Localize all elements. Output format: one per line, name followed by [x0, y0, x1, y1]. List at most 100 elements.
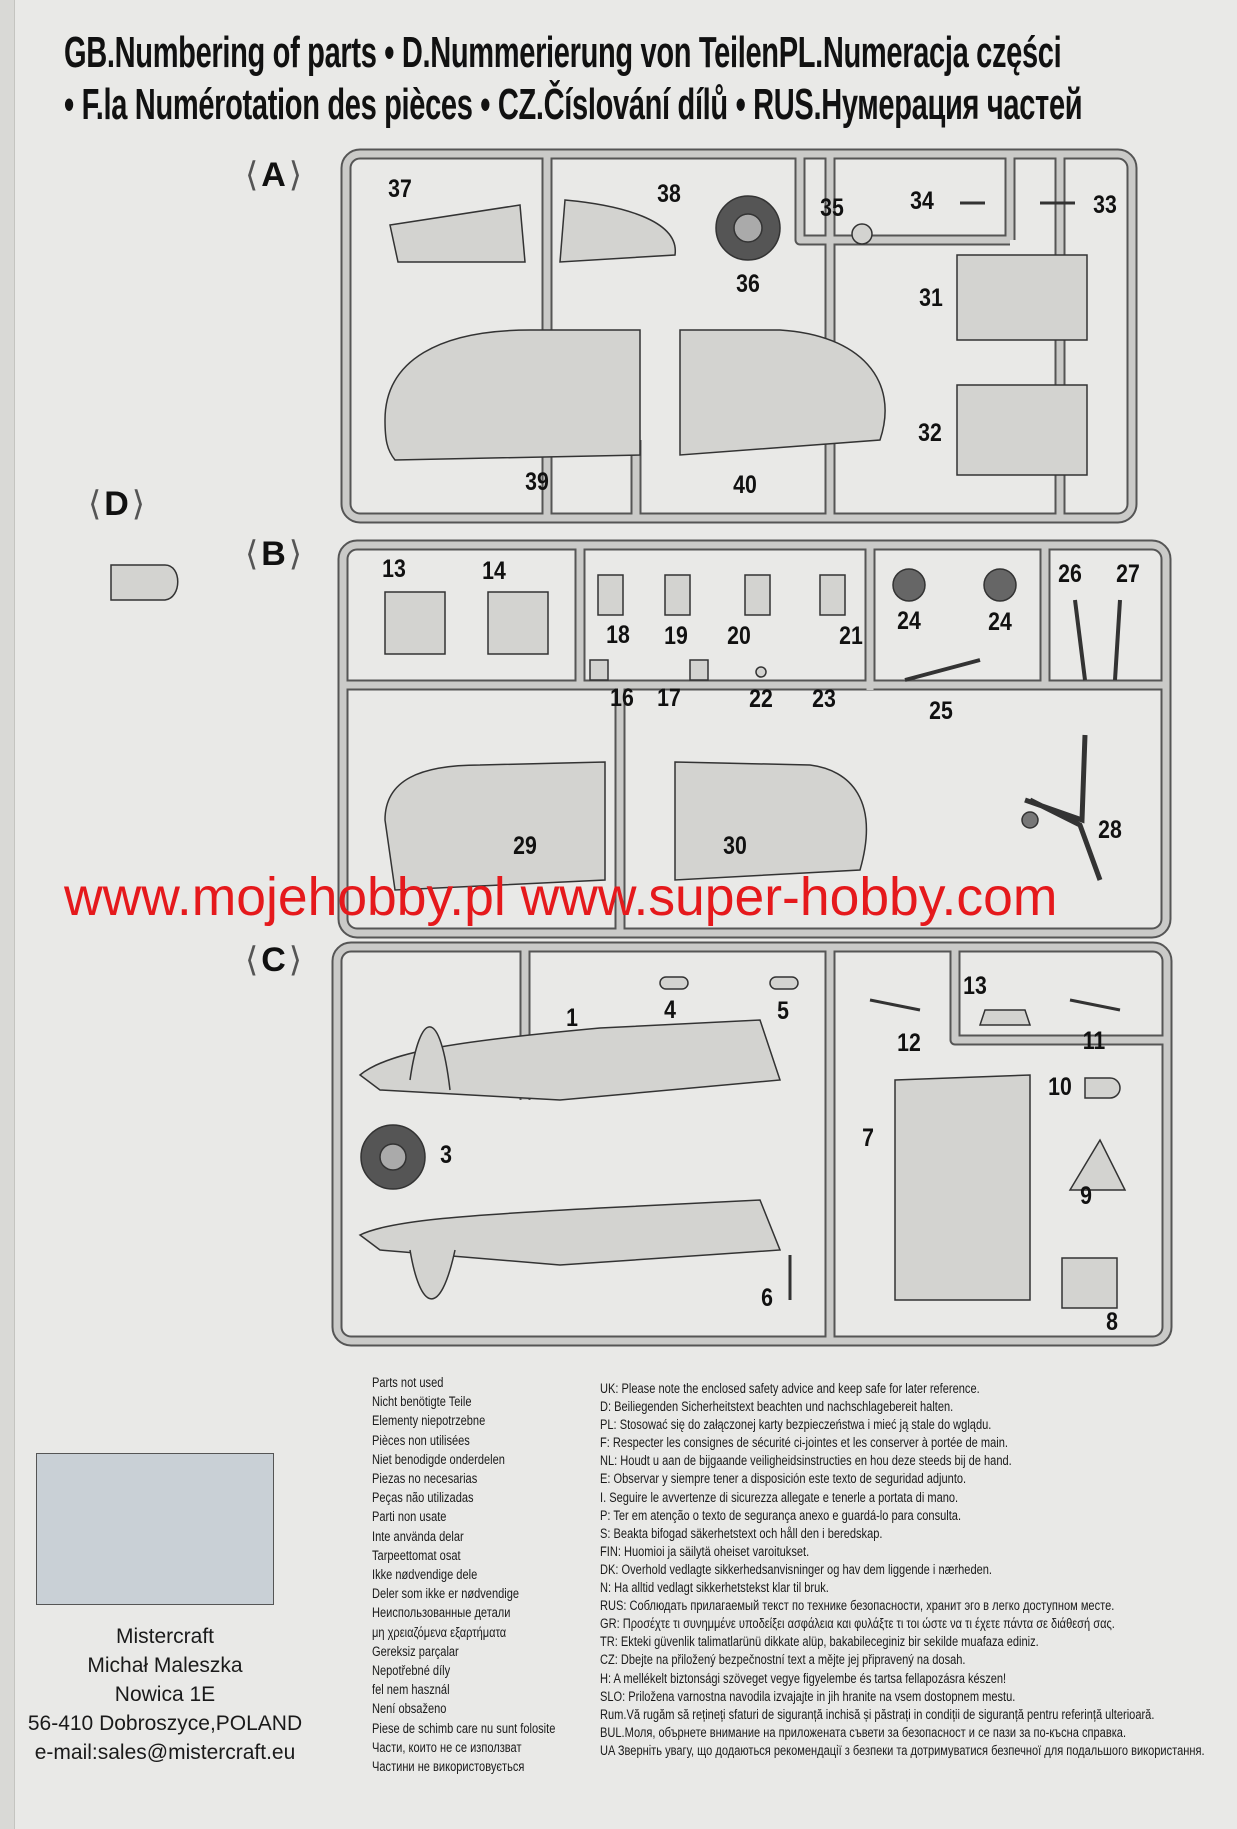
part-number: 17 [657, 684, 681, 712]
part-d [110, 564, 179, 601]
list-item: Elementy niepotrzebne [372, 1413, 486, 1429]
part-number: 39 [525, 468, 549, 496]
address-line: Mistercraft [115, 1625, 214, 1648]
sprue-label-c: C [245, 940, 303, 980]
part-number: 16 [610, 684, 634, 712]
safety-note: TR: Ekteki güvenlik talimatlarünü dikkat… [600, 1634, 1039, 1650]
safety-note: UA Зверніть увагу, що додаються рекоменд… [600, 1742, 1205, 1758]
part-number: 23 [812, 685, 836, 713]
list-item: Není obsaženo [372, 1701, 447, 1717]
list-item: Piezas no necesarias [372, 1471, 478, 1487]
safety-note: CZ: Dbejte na přiložený bezpečnostní tex… [600, 1652, 966, 1668]
safety-note: UK: Please note the enclosed safety advi… [600, 1381, 980, 1396]
safety-note: P: Ter em atenção o texto de segurança a… [600, 1507, 962, 1523]
part-35 [851, 223, 873, 245]
part-number: 1 [566, 1004, 578, 1032]
safety-note: FIN: Huomioi ja säilytä oheiset varoituk… [600, 1543, 810, 1559]
sprue-label-a: A [245, 155, 303, 195]
list-item: Tarpeettomat osat [372, 1547, 461, 1563]
list-item: Ikke nødvendige dele [372, 1567, 478, 1583]
part-number: 31 [919, 284, 943, 312]
list-item: Nepotřebné díly [372, 1663, 451, 1679]
part-37 [389, 204, 526, 263]
part-number: 24 [897, 607, 921, 635]
part-32 [956, 384, 1088, 476]
safety-note: SLO: Priložena varnostna navodila izvaja… [600, 1688, 1016, 1704]
safety-note: H: A mellékelt biztonsági szöveget vegye… [600, 1670, 1007, 1686]
part-number: 27 [1116, 560, 1140, 588]
part-number: 14 [482, 557, 506, 585]
part-9 [1068, 1138, 1127, 1191]
part-8 [1061, 1257, 1118, 1309]
safety-note: GR: Προσέχτε τι συνημμένε υποδείξει ασφά… [600, 1616, 1115, 1632]
address-email: e-mail:sales@mistercraft.eu [34, 1741, 296, 1764]
part-number: 4 [664, 996, 676, 1024]
safety-note: N: Ha alltid vedlagt sikkerhetstekst kla… [600, 1580, 829, 1596]
part-number: 30 [723, 832, 747, 860]
title-line-2: • F.la Numérotation des pièces • CZ.Čísl… [64, 80, 1083, 129]
list-item: Peças não utilizadas [372, 1490, 474, 1506]
part-30 [674, 761, 868, 881]
part-7 [894, 1074, 1031, 1301]
part-number: 38 [657, 180, 681, 208]
part-number: 11 [1082, 1027, 1106, 1055]
part-number: 5 [777, 997, 789, 1025]
part-28-propeller [1024, 734, 1103, 881]
address-line: Nowica 1E [114, 1683, 216, 1706]
part-number: 28 [1098, 816, 1122, 844]
list-item: Gereksiz parçalar [372, 1643, 459, 1659]
part-number: 36 [736, 270, 760, 298]
part-number: 25 [929, 697, 953, 725]
safety-notes-list: UK: Please note the enclosed safety advi… [600, 1380, 1205, 1760]
part-number: 37 [388, 175, 412, 203]
safety-note: NL: Houdt u aan de bijgaande veiligheids… [600, 1453, 1012, 1469]
title-line-1: GB.Numbering of parts • D.Nummerierung v… [64, 28, 1062, 77]
list-item: Pièces non utilisées [372, 1432, 470, 1448]
safety-note: PL: Stosować się do załączonej karty bez… [600, 1417, 992, 1433]
part-number: 18 [606, 621, 630, 649]
part-10 [1084, 1077, 1121, 1099]
part-13c [978, 1009, 1032, 1026]
list-item: Частини не використовується [372, 1759, 525, 1775]
part-number: 29 [513, 832, 537, 860]
safety-note: Rum.Vă rugăm să rețineți sfaturi de sigu… [600, 1706, 1155, 1722]
safety-note: I. Seguire le avvertenze di sicurezza al… [600, 1489, 959, 1505]
part-1 [358, 1019, 782, 1101]
part-number: 13 [963, 972, 987, 1000]
list-item: μη χρειαζόμενα εξαρτήματα [372, 1624, 507, 1640]
list-item: Части, които не се използват [372, 1739, 522, 1755]
part-number: 20 [727, 622, 751, 650]
list-item: Niet benodigde onderdelen [372, 1451, 505, 1467]
part-number: 33 [1093, 191, 1117, 219]
parts-drawings [110, 195, 1127, 1309]
address-line: 56-410 Dobroszyce,POLAND [27, 1712, 303, 1735]
safety-note: D: Beiliegenden Sicherheitstext beachten… [600, 1399, 954, 1415]
list-item: Inte använda delar [372, 1528, 464, 1544]
part-14 [487, 591, 549, 655]
safety-note: F: Respecter les consignes de sécurité c… [600, 1435, 1008, 1451]
part-number: 26 [1058, 560, 1082, 588]
part-number: 21 [839, 622, 863, 650]
safety-note: BUL.Моля, обърнете внимание на приложена… [600, 1724, 1127, 1740]
part-number: 19 [664, 622, 688, 650]
page-edge [0, 0, 15, 1829]
address-line: Michał Maleszka [87, 1654, 243, 1677]
part-29 [384, 761, 606, 891]
safety-note: RUS: Соблюдать прилагаемый текст по техн… [600, 1598, 1115, 1614]
part-number: 34 [910, 187, 934, 215]
part-number: 10 [1048, 1073, 1072, 1101]
list-item: Parts not used [372, 1375, 444, 1390]
sprue-label-d: D [88, 484, 146, 524]
part-40 [679, 329, 886, 456]
part-number: 6 [761, 1284, 773, 1312]
part-number: 35 [820, 194, 844, 222]
part-number: 7 [862, 1124, 874, 1152]
part-38 [559, 199, 676, 263]
part-number: 40 [733, 471, 757, 499]
part-number: 32 [918, 419, 942, 447]
manufacturer-address: Mistercraft Michał Maleszka Nowica 1E 56… [20, 1622, 310, 1767]
part-number: 22 [749, 685, 773, 713]
watermark-text: www.mojehobby.pl www.super-hobby.com [64, 867, 1058, 927]
